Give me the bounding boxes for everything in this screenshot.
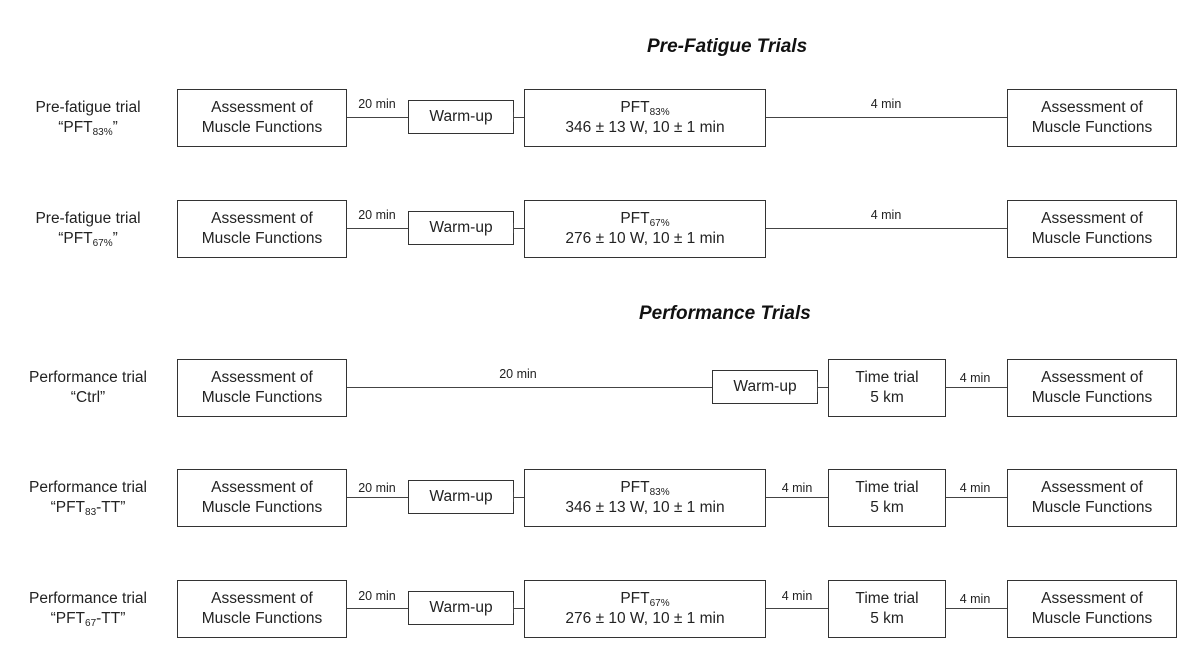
warmup-box: Warm-up <box>408 480 514 514</box>
connector <box>946 497 1007 498</box>
connector <box>347 387 712 388</box>
gap-label-20-min: 20 min <box>358 481 396 495</box>
connector <box>766 608 828 609</box>
connector <box>766 497 828 498</box>
connector <box>514 117 524 118</box>
warmup-box: Warm-up <box>408 211 514 245</box>
row-label-line2: “PFT67-TT” <box>50 610 126 629</box>
connector-tick <box>513 603 514 613</box>
row-label-line2: “PFT83-TT” <box>50 499 126 518</box>
connector <box>347 608 408 609</box>
connector <box>514 497 524 498</box>
performance-section-title: Performance Trials <box>639 303 811 324</box>
connector <box>347 117 408 118</box>
gap-label-4-min: 4 min <box>959 371 991 385</box>
connector <box>766 228 1007 229</box>
warmup-box: Warm-up <box>408 591 514 625</box>
row-label-line1: Performance trial <box>28 369 147 386</box>
gap-label-4-min: 4 min <box>781 589 813 603</box>
gap-label-4-min: 4 min <box>781 481 813 495</box>
connector <box>347 497 408 498</box>
row-label-line1: Performance trial <box>28 590 147 607</box>
gap-label-4-min: 4 min <box>959 592 991 606</box>
warmup-box: Warm-up <box>408 100 514 134</box>
connector <box>514 608 524 609</box>
row-label-line2: “PFT83%” <box>58 119 118 138</box>
gap-label-20-min: 20 min <box>358 589 396 603</box>
gap-label-4-min: 4 min <box>959 481 991 495</box>
connector <box>766 117 1007 118</box>
row-label-line1: Performance trial <box>28 479 147 496</box>
row-label-line2: “Ctrl” <box>70 389 106 406</box>
gap-label-4-min: 4 min <box>870 208 902 222</box>
row-label-pft67-tt: Performance trial “PFT67-TT” <box>0 589 176 629</box>
connector <box>347 228 408 229</box>
gap-label-20-min: 20 min <box>358 208 396 222</box>
gap-label-20-min: 20 min <box>499 367 537 381</box>
pre-fatigue-section-title: Pre-Fatigue Trials <box>647 36 808 57</box>
connector-tick <box>513 112 514 122</box>
warmup-box: Warm-up <box>712 370 818 404</box>
connector-tick <box>513 223 514 233</box>
pft-box-83: PFT83% 346 ± 13 W, 10 ± 1 min <box>524 89 766 147</box>
connector <box>946 608 1007 609</box>
pft-box-67: PFT67% 276 ± 10 W, 10 ± 1 min <box>524 580 766 638</box>
row-label-line2: “PFT67%” <box>58 230 118 249</box>
connector-tick <box>817 382 818 392</box>
gap-label-4-min: 4 min <box>870 97 902 111</box>
row-label-line1: Pre-fatigue trial <box>35 99 141 116</box>
connector <box>818 387 828 388</box>
row-label-pft67: Pre-fatigue trial “PFT67%” <box>0 209 176 249</box>
row-label-pft83: Pre-fatigue trial “PFT83%” <box>0 98 176 138</box>
row-label-pft83-tt: Performance trial “PFT83-TT” <box>0 478 176 518</box>
gap-label-20-min: 20 min <box>358 97 396 111</box>
pft-box-67: PFT67% 276 ± 10 W, 10 ± 1 min <box>524 200 766 258</box>
connector <box>946 387 1007 388</box>
pft-box-83: PFT83% 346 ± 13 W, 10 ± 1 min <box>524 469 766 527</box>
row-label-line1: Pre-fatigue trial <box>35 210 141 227</box>
connector-tick <box>513 492 514 502</box>
connector <box>514 228 524 229</box>
row-label-ctrl: Performance trial “Ctrl” <box>0 368 176 408</box>
